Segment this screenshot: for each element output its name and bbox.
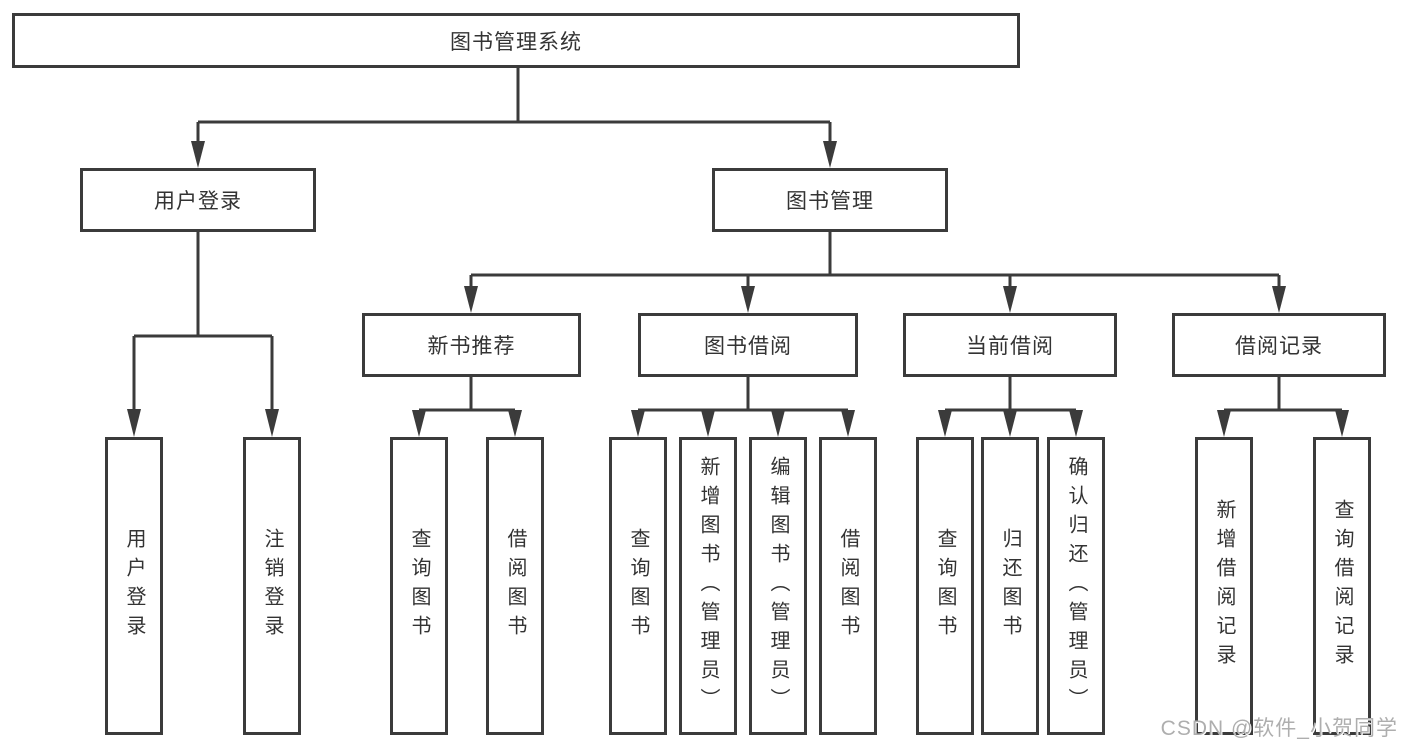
node-library-management-system: 图书管理系统 — [12, 13, 1020, 68]
node-br-add-record: 新增借阅记录 — [1195, 437, 1253, 735]
node-borrowing-records: 借阅记录 — [1172, 313, 1386, 377]
node-bb-add-books-admin: 新增图书（管理员） — [679, 437, 737, 735]
node-bb-edit-books-admin: 编辑图书（管理员） — [749, 437, 807, 735]
csdn-watermark: CSDN @软件_小贺同学 — [1160, 717, 1398, 740]
node-cb-return-books: 归还图书 — [981, 437, 1039, 735]
node-nbr-query-books: 查询图书 — [390, 437, 448, 735]
node-user-login: 用户登录 — [80, 168, 316, 232]
node-user-login-action: 用户登录 — [105, 437, 163, 735]
node-br-query-record: 查询借阅记录 — [1313, 437, 1371, 735]
arrowheads — [127, 141, 1349, 437]
node-new-book-recommend: 新书推荐 — [362, 313, 581, 377]
node-bb-query-books: 查询图书 — [609, 437, 667, 735]
node-book-management: 图书管理 — [712, 168, 948, 232]
node-bb-borrow-books: 借阅图书 — [819, 437, 877, 735]
node-cb-query-books: 查询图书 — [916, 437, 974, 735]
node-logout-action: 注销登录 — [243, 437, 301, 735]
node-current-borrowing: 当前借阅 — [903, 313, 1117, 377]
node-cb-confirm-return-admin: 确认归还（管理员） — [1047, 437, 1105, 735]
node-book-borrowing: 图书借阅 — [638, 313, 858, 377]
node-nbr-borrow-books: 借阅图书 — [486, 437, 544, 735]
